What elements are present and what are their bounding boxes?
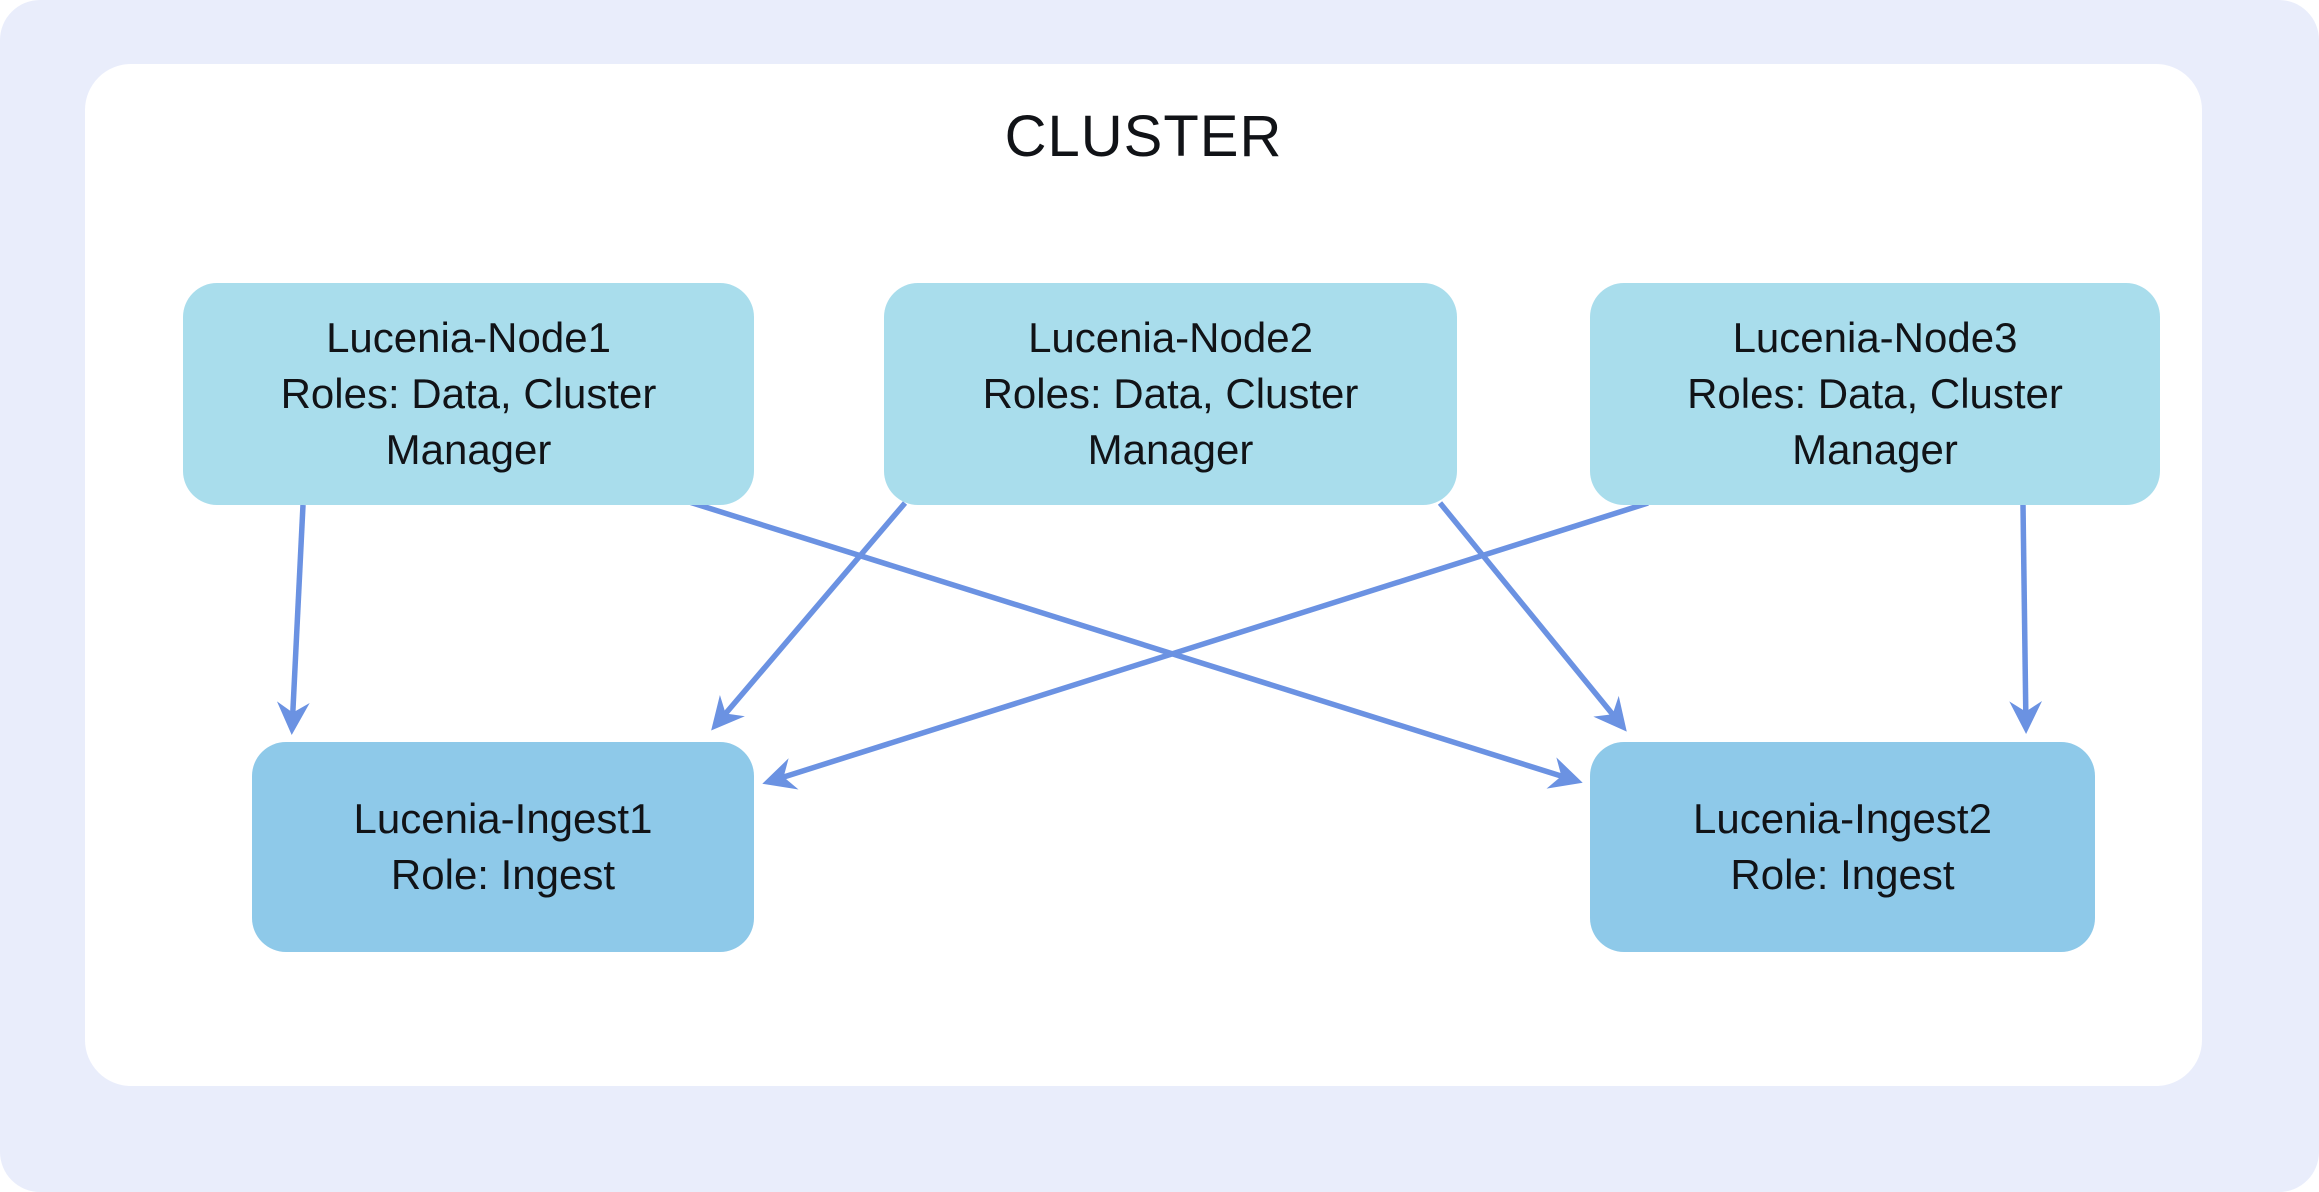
node-name: Lucenia-Node1 — [326, 314, 611, 361]
node-name: Lucenia-Node3 — [1732, 314, 2018, 361]
cluster-title: CLUSTER — [1004, 104, 1283, 169]
node-box-lucenia-ingest1: Lucenia-Ingest1 Role: Ingest — [252, 742, 754, 952]
node-box-lucenia-node3: Lucenia-Node3 Roles: Data, Cluster Manag… — [1590, 283, 2160, 505]
node-roles: Roles: Data, Cluster Manager — [1687, 370, 2063, 473]
node-roles: Role: Ingest — [1730, 851, 1955, 898]
node-roles: Role: Ingest — [390, 851, 616, 898]
node-box-lucenia-node1: Lucenia-Node1 Roles: Data, Cluster Manag… — [183, 283, 754, 505]
node-roles: Roles: Data, Cluster Manager — [982, 370, 1359, 473]
node-box-lucenia-ingest2: Lucenia-Ingest2 Role: Ingest — [1590, 742, 2095, 952]
node-name: Lucenia-Ingest2 — [1693, 795, 1992, 842]
node-name: Lucenia-Node2 — [1028, 314, 1313, 361]
node-roles: Roles: Data, Cluster Manager — [280, 370, 657, 473]
node-name: Lucenia-Ingest1 — [353, 795, 653, 842]
node-box-lucenia-node2: Lucenia-Node2 Roles: Data, Cluster Manag… — [884, 283, 1457, 505]
